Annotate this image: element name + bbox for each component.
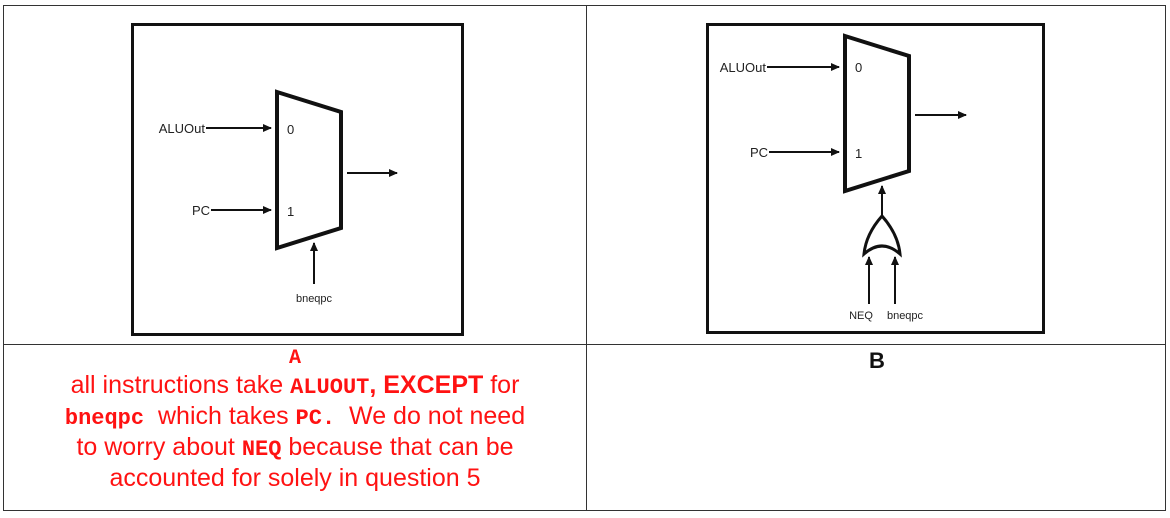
mux-b-input-0-label: ALUOut xyxy=(720,60,767,75)
mux-a-input-0-label: ALUOut xyxy=(159,121,206,136)
column-divider xyxy=(586,6,587,510)
answer-a-title: A xyxy=(288,347,301,370)
answer-b-title: B xyxy=(869,348,885,373)
diagram-b-cell: ALUOut PC 0 1 NEQ bneqpc xyxy=(587,6,1167,344)
answer-a-line-2: bneqpc which takes PC. We do not need xyxy=(64,402,526,431)
row-divider xyxy=(4,344,1165,345)
mux-a-select-0-label: 0 xyxy=(287,122,294,137)
answer-a-line-3: to worry about NEQ because that can be xyxy=(76,433,514,462)
diagram-b-mux: ALUOut PC 0 1 NEQ bneqpc xyxy=(720,33,967,322)
mux-b-input-1-label: PC xyxy=(750,145,768,160)
or-gate-input-neq-label: NEQ xyxy=(849,310,873,322)
answer-a-line-4: accounted for solely in question 5 xyxy=(109,464,481,492)
diagram-a-frame: ALUOut PC 0 1 bneqpc xyxy=(131,23,464,336)
mux-b-select-1-label: 1 xyxy=(855,146,862,161)
diagram-b-frame: ALUOut PC 0 1 NEQ bneqpc xyxy=(706,23,1045,334)
diagram-a-mux: ALUOut PC 0 1 bneqpc xyxy=(159,89,398,305)
mux-a-body xyxy=(275,89,343,251)
answer-a-text: A all instructions take ALUOUT, EXCEPT f… xyxy=(4,346,586,512)
or-gate xyxy=(862,213,902,258)
mux-b-body xyxy=(843,33,911,194)
mux-a-select-1-label: 1 xyxy=(287,204,294,219)
answer-a-line-1: all instructions take ALUOUT, EXCEPT for xyxy=(70,371,520,400)
or-gate-input-bneqpc-label: bneqpc xyxy=(887,310,924,322)
mux-b-select-0-label: 0 xyxy=(855,60,862,75)
mux-a-input-1-label: PC xyxy=(192,203,210,218)
answer-table: ALUOut PC 0 1 bneqpc xyxy=(3,5,1166,511)
mux-a-control-label: bneqpc xyxy=(296,293,333,305)
